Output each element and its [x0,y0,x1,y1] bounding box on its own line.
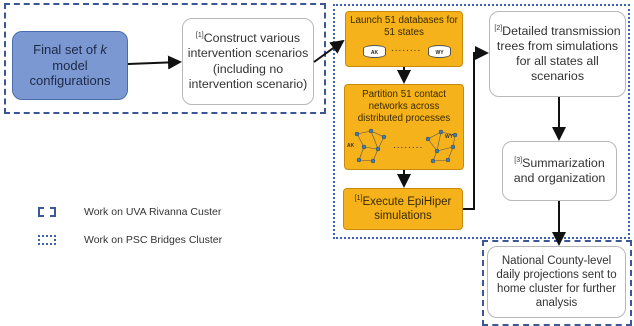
projections-node: National County-level daily projections … [487,246,626,318]
network-label-first: AK [347,143,355,149]
database-icon-first: AK [363,45,386,58]
final-config-label: Final set of k model configurations [29,41,111,89]
contact-network-icon-last [425,129,458,164]
launch-databases-label: Launch 51 databases for 51 states [350,15,458,38]
projections-label: National County-level daily projections … [496,254,617,310]
transmission-trees-label: [2]Detailed transmission trees from simu… [494,23,621,84]
transmission-trees-node: [2]Detailed transmission trees from simu… [489,11,626,97]
execute-epihiper-node: [1]Execute EpiHiper simulations [343,188,463,230]
database-icon-last: WY [428,45,451,58]
summarization-label: [3]Summarization and organization [513,155,606,185]
network-ellipsis: ........ [393,140,424,151]
legend-psc-symbol [38,235,56,245]
final-config-node: Final set of k model configurations [12,31,128,100]
network-label-last: WY [445,134,454,140]
launch-databases-node: Launch 51 databases for 51 states AK ...… [345,11,463,67]
legend-uva-symbol [38,207,56,217]
database-ellipsis: ........ [391,43,422,54]
partition-networks-label: Partition 51 contact networks across dis… [357,89,451,124]
execute-epihiper-label: [1]Execute EpiHiper simulations [354,194,452,222]
partition-networks-node: Partition 51 contact networks across dis… [344,84,464,170]
construct-scenarios-label: [1]Construct various intervention scenar… [187,31,309,91]
legend-uva-label: Work on UVA Rivanna Custer [84,206,222,218]
construct-scenarios-node: [1]Construct various intervention scenar… [182,18,314,105]
psc-cluster-region [333,4,630,239]
contact-network-icon-first [354,128,387,164]
legend-psc-label: Work on PSC Bridges Cluster [84,234,223,246]
summarization-node: [3]Summarization and organization [502,141,617,201]
